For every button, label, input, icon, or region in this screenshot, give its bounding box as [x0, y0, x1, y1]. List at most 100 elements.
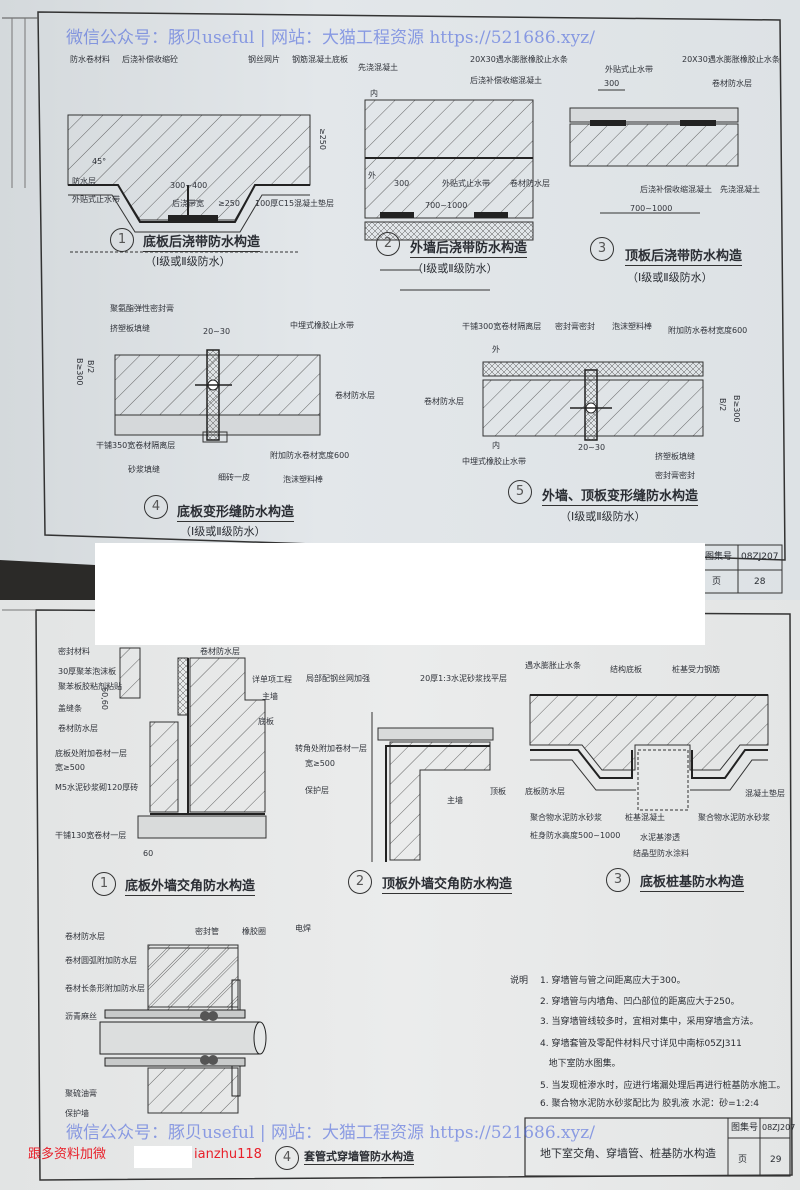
- fig5-label: 密封膏密封: [655, 471, 695, 480]
- fig1-label: 后浇补偿收缩砼: [122, 55, 178, 64]
- page-28-drawings: [0, 11, 786, 600]
- page-label: 页: [712, 577, 722, 587]
- fig1-label: 后浇带宽: [172, 199, 204, 208]
- fig3-roof-slab-post-pour-strip: [569, 89, 739, 214]
- fig1-label: 60: [143, 849, 154, 858]
- fig5-label: 干铺300宽卷材隔离层: [462, 322, 542, 331]
- fig4-label: B≥300: [75, 358, 84, 386]
- fig1-label: 钢筋混凝土底板: [292, 55, 348, 64]
- fig2-subtitle: （Ⅰ级或Ⅱ级防水）: [412, 262, 498, 275]
- fig1-label: 45°: [92, 157, 107, 166]
- fig2-number: 2: [376, 232, 400, 256]
- fig4-label: 卷材长条形附加防水层: [65, 984, 145, 993]
- fig3-label: 聚合物水泥防水砂浆: [698, 813, 770, 822]
- note-item: 1. 穿墙管与管之间距离应大于300。: [540, 976, 686, 986]
- fig4-title: 套管式穿墙管防水构造: [304, 1150, 414, 1166]
- fig1-title: 底板外墙交角防水构造: [125, 879, 256, 897]
- fig2-label: 主墙: [447, 796, 463, 805]
- fig1-label: 60,60: [100, 687, 109, 710]
- fig1-number: 1: [110, 228, 134, 252]
- fig1-label: 100厚C15混凝土垫层: [255, 199, 335, 208]
- atlas-number: 08ZJ207: [741, 552, 779, 562]
- fig4-label: 细砖一皮: [218, 473, 250, 482]
- atlas-number: 08ZJ207: [762, 1123, 796, 1132]
- fig5-label: 内: [492, 441, 500, 450]
- fig1-label: 宽≥500: [55, 763, 85, 772]
- fig5-label: 泡沫塑料棒: [612, 322, 652, 331]
- fig1-label: 外贴式止水带: [72, 195, 120, 204]
- fig2-label: 先浇混凝土: [358, 63, 398, 72]
- fig4-label: 保护墙: [65, 1109, 89, 1118]
- fig3-label: 后浇补偿收缩混凝土: [640, 185, 712, 194]
- fig5-label: B/2: [718, 398, 727, 412]
- fig4-subtitle: （Ⅰ级或Ⅱ级防水）: [180, 525, 266, 538]
- drawing-page-29: 密封材料 30厚聚苯泡沫板 聚苯板胶粘剂粘贴 盖缝条 卷材防水层 底板处附加卷材…: [0, 600, 800, 1190]
- fig4-label: 卷材防水层: [65, 932, 105, 941]
- fig3-subtitle: （Ⅰ级或Ⅱ级防水）: [627, 271, 713, 284]
- fig4-label: 密封管: [195, 927, 219, 936]
- fig1-label: 聚苯板胶粘剂粘贴: [58, 682, 122, 691]
- note-item: 4. 穿墙套管及零配件材料尺寸详见中南标05ZJ311: [540, 1039, 742, 1049]
- fig3-label: 遇水膨胀止水条: [525, 661, 581, 670]
- fig1-label: 底板处附加卷材一层: [55, 749, 127, 758]
- fig5-label: 密封膏密封: [555, 322, 595, 331]
- drawing-page-28: 防水卷材料 后浇补偿收缩砼 钢丝网片 钢筋混凝土底板 45° 防水层 外贴式止水…: [0, 0, 800, 600]
- fig3-label: 结晶型防水涂料: [633, 849, 689, 858]
- fig5-number: 5: [508, 480, 532, 504]
- fig1-label: M5水泥砂浆砌120厚砖: [55, 783, 139, 792]
- page-number: 28: [754, 577, 766, 587]
- fig5-wall-roof-deformation-joint: [482, 361, 704, 441]
- fig4-label: 20~30: [203, 327, 231, 336]
- fig1-title: 底板后浇带防水构造: [143, 235, 261, 253]
- fig2-roof-wall-corner: [371, 712, 494, 862]
- fig2-label: 内: [370, 89, 378, 98]
- fig4-label: 挤塑板填缝: [110, 324, 150, 333]
- fig3-label: 结构底板: [610, 665, 642, 674]
- fig4-number: 4: [144, 495, 168, 519]
- fig4-label: 中埋式橡胶止水带: [290, 321, 354, 330]
- page-29-drawings: [2, 609, 793, 1181]
- fig4-label: 卷材圆弧附加防水层: [65, 956, 137, 965]
- fig3-label: 先浇混凝土: [720, 185, 760, 194]
- fig4-floor-slab-deformation-joint: [114, 349, 321, 443]
- fig3-slab-pile-foundation: [529, 694, 769, 811]
- fig1-label: ≥250: [318, 128, 327, 150]
- fig4-label: 沥青麻丝: [65, 1012, 97, 1021]
- notes-heading: 说明: [510, 976, 529, 986]
- fig2-label: 转角处附加卷材一层: [295, 744, 367, 753]
- note-item: 6. 聚合物水泥防水砂浆配比为 胶乳液 水泥：砂=1:2:4: [540, 1099, 759, 1109]
- fig4-label: 干铺350宽卷材隔离层: [96, 441, 176, 450]
- fig5-subtitle: （Ⅰ级或Ⅱ级防水）: [560, 510, 646, 523]
- fig2-title: 外墙后浇带防水构造: [410, 241, 528, 259]
- note-item: 地下室防水图集。: [540, 1059, 621, 1069]
- fig1-label: 主墙: [262, 692, 278, 701]
- fig2-label: 顶板: [490, 787, 506, 796]
- fig5-label: 挤塑板填缝: [655, 452, 695, 461]
- fig1-label: ≥250: [218, 199, 240, 208]
- sheet-frame: [37, 11, 786, 561]
- fig5-label: 卷材防水层: [424, 397, 464, 406]
- fig4-number: 4: [275, 1146, 299, 1170]
- fig2-label: 外: [368, 171, 376, 180]
- watermark-bottom: 微信公众号：豚贝useful | 网站：大猫工程资源 https://52168…: [66, 1123, 595, 1143]
- fig2-label: 300: [394, 179, 410, 188]
- fig2-label: 保护层: [305, 786, 329, 795]
- fig1-number: 1: [92, 872, 116, 896]
- fig4-label: 附加防水卷材宽度600: [270, 451, 350, 460]
- fig2-external-wall-post-pour-strip: [364, 99, 534, 291]
- fig5-label: 附加防水卷材宽度600: [668, 326, 748, 335]
- note-item: 5. 当发现桩渗水时，应进行堵漏处理后再进行桩基防水施工。: [540, 1081, 786, 1091]
- fig2-label: 20X30遇水膨胀橡胶止水条: [470, 55, 568, 64]
- redaction-box-small: [134, 1146, 192, 1168]
- fig4-label: 砂浆填缝: [128, 465, 160, 474]
- sheet-title: 地下室交角、穿墙管、桩基防水构造: [540, 1147, 716, 1160]
- fig4-label: 泡沫塑料棒: [283, 475, 323, 484]
- redaction-box: [95, 543, 705, 645]
- fig1-label: 详单项工程: [252, 675, 292, 684]
- fig3-label: 桩基受力钢筋: [672, 665, 720, 674]
- fig5-title: 外墙、顶板变形缝防水构造: [542, 489, 699, 507]
- fig3-number: 3: [606, 868, 630, 892]
- fig2-title: 顶板外墙交角防水构造: [382, 877, 513, 895]
- fig1-label: 盖缝条: [58, 704, 82, 713]
- fig3-label: 聚合物水泥防水砂浆: [530, 813, 602, 822]
